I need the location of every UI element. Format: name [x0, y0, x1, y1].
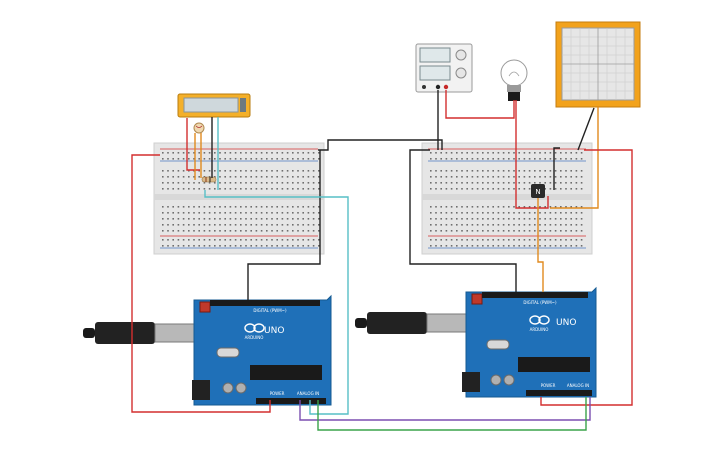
transistor[interactable]: N [531, 184, 545, 198]
wires[interactable] [131, 90, 633, 431]
oscilloscope[interactable] [555, 21, 641, 108]
wire-black-scope [577, 107, 595, 151]
left-digital-label: DIGITAL (PWM~) [253, 308, 287, 313]
wire-red-left [131, 154, 271, 413]
left-analog-label: ANALOG IN [297, 391, 319, 396]
left-brand-label: ARDUINO [245, 335, 264, 340]
left-uno-label: UNO [264, 326, 284, 336]
breadboard-left[interactable] [153, 142, 325, 255]
wire-black-transistor [553, 147, 560, 190]
transistor-label: N [535, 188, 540, 196]
right-uno-label: UNO [556, 318, 576, 328]
arduino-logo-left [244, 323, 265, 333]
wire-black-left [247, 150, 321, 300]
wire-red-right [540, 149, 633, 406]
right-digital-label: DIGITAL (PWM~) [523, 300, 557, 305]
resistor[interactable] [201, 176, 217, 183]
left-power-label: POWER [270, 391, 285, 396]
power-supply[interactable] [415, 43, 473, 93]
wire-red-bulb [515, 100, 549, 209]
wire-red-psu [445, 90, 515, 119]
lcd-display[interactable] [177, 93, 251, 118]
right-brand-label: ARDUINO [530, 327, 549, 332]
wire-orange-scope [550, 106, 599, 209]
photoresistor[interactable] [193, 122, 205, 134]
arduino-uno-left[interactable]: DIGITAL (PWM~) UNO ARDUINO POWER ANALOG … [83, 294, 332, 406]
usb-cable-right[interactable] [355, 312, 468, 334]
wire-teal [204, 190, 349, 415]
wire-black-right [409, 149, 517, 292]
wire-black-link [318, 139, 443, 151]
breadboard-right-holes [430, 152, 583, 247]
breadboard-left-holes [162, 152, 320, 247]
breadboard-right[interactable] [421, 142, 593, 255]
wire-green [317, 397, 587, 431]
arduino-uno-right[interactable]: DIGITAL (PWM~) UNO ARDUINO POWER ANALOG … [355, 286, 597, 398]
wire-orange-arduino [537, 198, 544, 292]
wire-purple [299, 397, 591, 421]
arduino-logo-right [529, 315, 550, 325]
right-analog-label: ANALOG IN [567, 383, 589, 388]
right-power-label: POWER [541, 383, 556, 388]
usb-cable-left[interactable] [83, 322, 196, 344]
light-bulb[interactable] [500, 59, 528, 101]
